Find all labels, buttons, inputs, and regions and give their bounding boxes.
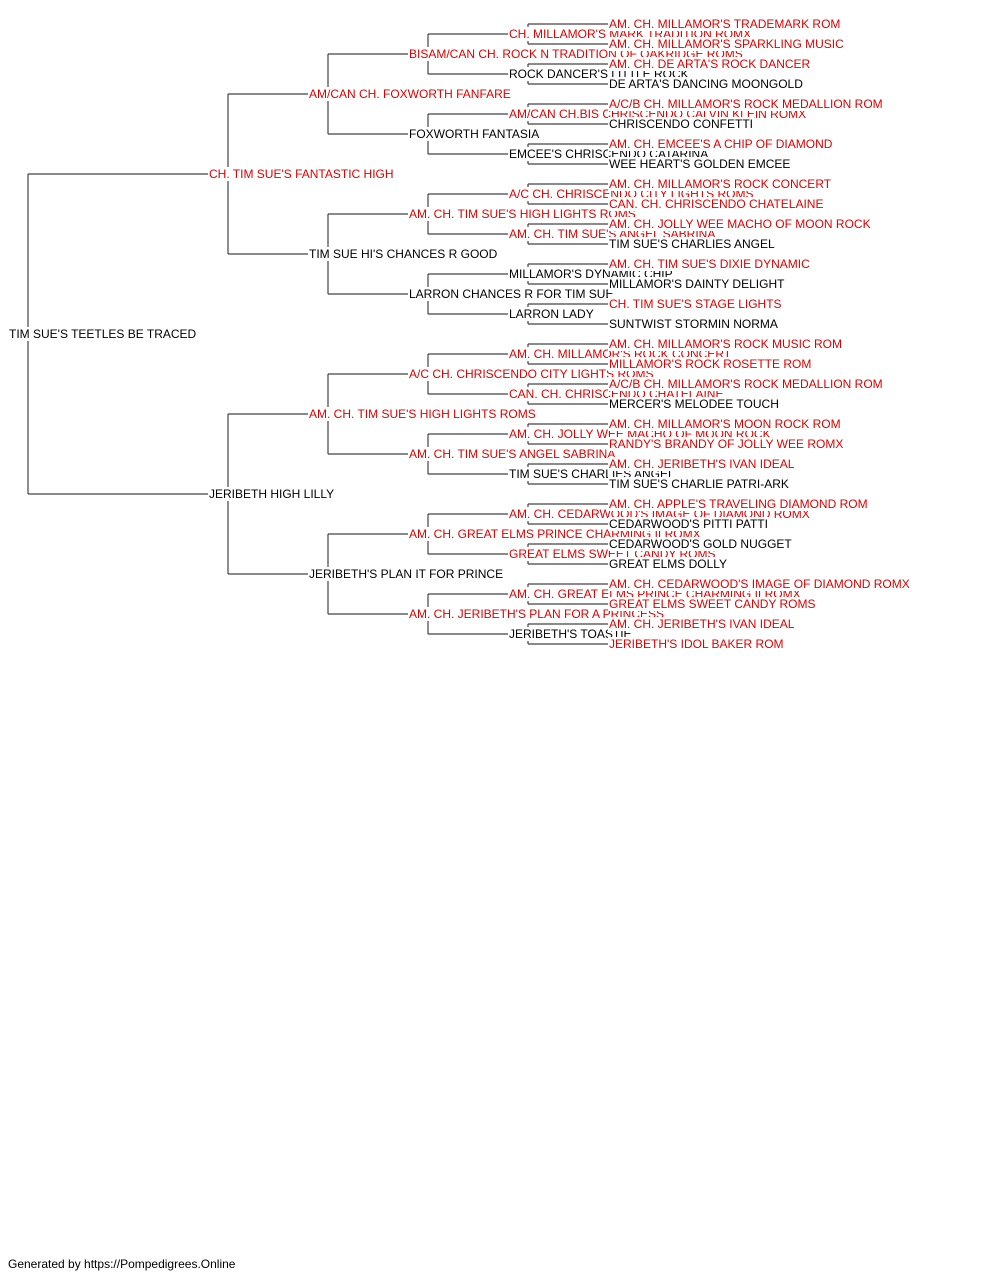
ancestor-name-gen5: AM. CH. DE ARTA'S ROCK DANCER (608, 57, 812, 71)
ancestor-name-gen5: GREAT ELMS DOLLY (608, 557, 729, 571)
ancestor-name-gen5: AM. CH. EMCEE'S A CHIP OF DIAMOND (608, 137, 834, 151)
ancestor-name-gen4: LARRON LADY (508, 307, 595, 321)
ancestor-name-gen5: AM. CH. TIM SUE'S DIXIE DYNAMIC (608, 257, 811, 271)
ancestor-name-gen5: AM. CH. MILLAMOR'S SPARKLING MUSIC (608, 37, 845, 51)
ancestor-name-gen3: AM. CH. JERIBETH'S PLAN FOR A PRINCESS (408, 607, 666, 621)
ancestor-name-gen5: TIM SUE'S CHARLIES ANGEL (608, 237, 776, 251)
ancestor-name-gen5: WEE HEART'S GOLDEN EMCEE (608, 157, 792, 171)
ancestor-name-gen3: AM. CH. TIM SUE'S HIGH LIGHTS ROMS (408, 207, 637, 221)
ancestor-name-gen5: DE ARTA'S DANCING MOONGOLD (608, 77, 804, 91)
parent-name-dam: JERIBETH HIGH LILLY (208, 487, 336, 501)
ancestor-name-gen2: AM/CAN CH. FOXWORTH FANFARE (308, 87, 512, 101)
ancestor-name-gen5: SUNTWIST STORMIN NORMA (608, 317, 779, 331)
ancestor-name-gen5: AM. CH. JERIBETH'S IVAN IDEAL (608, 457, 796, 471)
ancestor-name-gen5: RANDY'S BRANDY OF JOLLY WEE ROMX (608, 437, 845, 451)
ancestor-name-gen5: CEDARWOOD'S PITTI PATTI (608, 517, 769, 531)
ancestor-name-gen5: CH. TIM SUE'S STAGE LIGHTS (608, 297, 783, 311)
ancestor-name-gen3: A/C CH. CHRISCENDO CITY LIGHTS ROMS (408, 367, 655, 381)
ancestor-name-gen5: CAN. CH. CHRISCENDO CHATELAINE (608, 197, 825, 211)
parent-name-sire: CH. TIM SUE'S FANTASTIC HIGH (208, 167, 395, 181)
ancestor-name-gen5: CHRISCENDO CONFETTI (608, 117, 754, 131)
footer-credit: Generated by https://Pompedigrees.Online (8, 1257, 236, 1271)
ancestor-name-gen5: AM. CH. MILLAMOR'S MOON ROCK ROM (608, 417, 842, 431)
ancestor-name-gen5: A/C/B CH. MILLAMOR'S ROCK MEDALLION ROM (608, 97, 884, 111)
ancestor-name-gen2: JERIBETH'S PLAN IT FOR PRINCE (308, 567, 505, 581)
ancestor-name-gen3: AM. CH. TIM SUE'S ANGEL SABRINA (408, 447, 617, 461)
ancestor-name-gen2: TIM SUE HI'S CHANCES R GOOD (308, 247, 499, 261)
ancestor-name-gen5: TIM SUE'S CHARLIE PATRI-ARK (608, 477, 790, 491)
ancestor-name-gen5: AM. CH. JOLLY WEE MACHO OF MOON ROCK (608, 217, 872, 231)
ancestor-name-gen2: AM. CH. TIM SUE'S HIGH LIGHTS ROMS (308, 407, 537, 421)
ancestor-name-gen5: AM. CH. MILLAMOR'S ROCK CONCERT (608, 177, 833, 191)
ancestor-name-gen4: JERIBETH'S TOASTIE (508, 627, 633, 641)
ancestor-name-gen5: JERIBETH'S IDOL BAKER ROM (608, 637, 785, 651)
ancestor-name-gen5: AM. CH. MILLAMOR'S TRADEMARK ROM (608, 17, 842, 31)
ancestor-name-gen3: LARRON CHANCES R FOR TIM SUE (408, 287, 615, 301)
ancestor-name-gen5: A/C/B CH. MILLAMOR'S ROCK MEDALLION ROM (608, 377, 884, 391)
ancestor-name-gen5: MILLAMOR'S ROCK ROSETTE ROM (608, 357, 813, 371)
ancestor-name-gen5: CEDARWOOD'S GOLD NUGGET (608, 537, 793, 551)
ancestor-name-gen5: AM. CH. CEDARWOOD'S IMAGE OF DIAMOND ROM… (608, 577, 911, 591)
ancestor-name-gen5: MERCER'S MELODEE TOUCH (608, 397, 780, 411)
ancestor-name-gen5: AM. CH. JERIBETH'S IVAN IDEAL (608, 617, 796, 631)
ancestor-name-gen5: MILLAMOR'S DAINTY DELIGHT (608, 277, 786, 291)
ancestor-name-gen5: AM. CH. APPLE'S TRAVELING DIAMOND ROM (608, 497, 869, 511)
ancestor-name-gen5: GREAT ELMS SWEET CANDY ROMS (608, 597, 817, 611)
subject-name: TIM SUE'S TEETLES BE TRACED (8, 327, 198, 341)
ancestor-name-gen5: AM. CH. MILLAMOR'S ROCK MUSIC ROM (608, 337, 843, 351)
ancestor-name-gen3: FOXWORTH FANTASIA (408, 127, 541, 141)
